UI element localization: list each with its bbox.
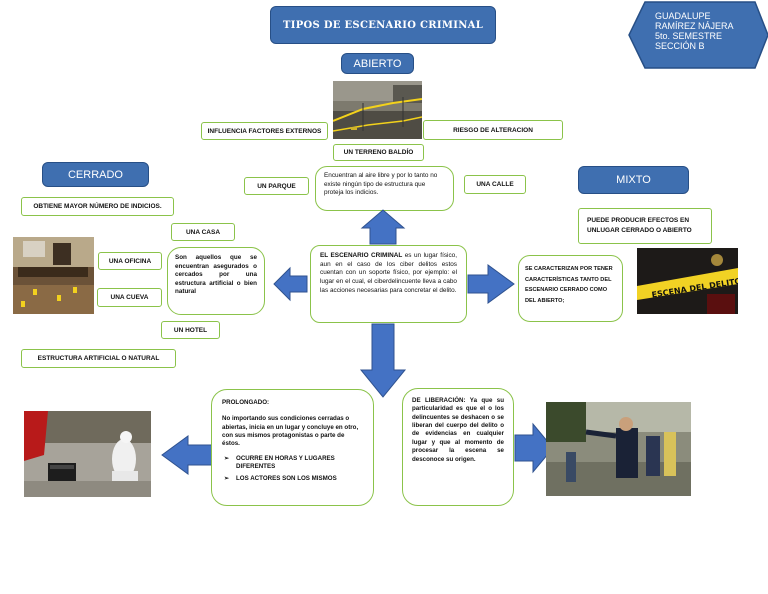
author-name-line1: GUADALUPE [655, 11, 711, 21]
author-semester: 5to. SEMESTRE [655, 31, 723, 41]
label-efectos: PUEDE PRODUCIR EFECTOS EN UNLUGAR CERRAD… [578, 208, 712, 244]
arrow-prolongado [161, 435, 213, 475]
label-casa: UNA CASA [171, 223, 235, 241]
label-calle: UNA CALLE [464, 175, 526, 194]
label-terreno-baldio: UN TERRENO BALDÍO [333, 144, 424, 161]
arrow-left [273, 266, 308, 302]
label-hotel: UN HOTEL [161, 321, 220, 339]
center-description: EL ESCENARIO CRIMINAL es un lugar físico… [310, 245, 467, 323]
arrow-up [360, 209, 406, 245]
label-obtiene-indicios: OBTIENE MAYOR NÚMERO DE INDICIOS. [21, 197, 174, 216]
cerrado-header: CERRADO [42, 162, 149, 187]
cerrado-description: Son aquellos que se encuentran asegurado… [167, 247, 265, 315]
mixto-photo: ESCENA DEL DELITO [637, 248, 738, 314]
abierto-photo [333, 81, 422, 139]
label-estructura: ESTRUCTURA ARTIFICIAL O NATURAL [21, 349, 176, 368]
center-lead: EL ESCENARIO CRIMINAL [320, 252, 403, 259]
page-title: TIPOS DE ESCENARIO CRIMINAL [270, 6, 496, 44]
author-section: SECCIÓN B [655, 41, 705, 51]
prolongado-title: PROLONGADO: [222, 399, 270, 406]
prolongado-bullet-1: OCURRE EN HORAS Y LUGARES DIFERENTES [224, 455, 363, 472]
abierto-description: Encuentran al aire libre y por lo tanto … [315, 166, 454, 211]
mixto-description: SE CARACTERIZAN POR TENER CARACTERÍSTICA… [518, 255, 623, 322]
cerrado-photo [13, 237, 94, 314]
label-cueva: UNA CUEVA [97, 288, 162, 307]
label-riesgo-alteracion: RIESGO DE ALTERACION [423, 120, 563, 140]
author-hexagon: GUADALUPE RAMÍREZ NÁJERA 5to. SEMESTRE S… [627, 0, 768, 70]
abierto-header: ABIERTO [341, 53, 414, 74]
liberacion-title: DE LIBERACIÓN: [412, 397, 466, 404]
label-oficina: UNA OFICINA [98, 252, 162, 270]
liberacion-text: Ya que su particularidad es que el o los… [412, 397, 504, 463]
label-parque: UN PARQUE [244, 177, 309, 195]
prolongado-photo [24, 411, 151, 497]
liberacion-box: DE LIBERACIÓN: Ya que su particularidad … [402, 388, 514, 506]
liberacion-photo [546, 402, 691, 496]
prolongado-bullet-2: LOS ACTORES SON LOS MISMOS [224, 475, 363, 483]
arrow-right [467, 264, 515, 304]
prolongado-box: PROLONGADO: No importando sus condicione… [211, 389, 374, 506]
center-text: es un lugar físico, aun en el caso de lo… [320, 252, 457, 294]
arrow-down [359, 323, 407, 398]
author-name-line2: RAMÍREZ NÁJERA [655, 21, 734, 31]
prolongado-text: No importando sus condiciones cerradas o… [222, 415, 359, 448]
label-influencia-factores: INFLUENCIA FACTORES EXTERNOS [201, 122, 328, 140]
mixto-header: MIXTO [578, 166, 689, 194]
